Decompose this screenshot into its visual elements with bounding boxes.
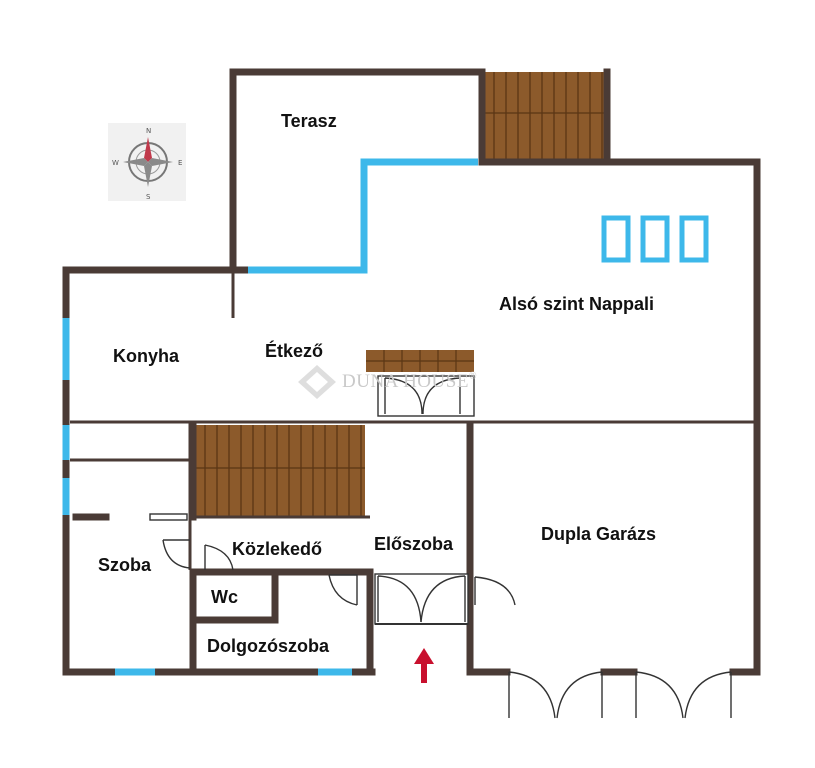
room-label-konyha: Konyha (113, 346, 180, 366)
room-label-eloszoba: Előszoba (374, 534, 454, 554)
compass-icon: N S E W (108, 123, 186, 201)
room-label-terasz: Terasz (281, 111, 337, 131)
watermark-brand: DUNA HOUSE® (342, 371, 477, 393)
stairs-small (366, 350, 474, 372)
compass-south-label: S (146, 193, 151, 201)
stairs-main (193, 425, 365, 517)
entrance-arrow-icon (414, 648, 434, 683)
room-label-etkezo: Étkező (265, 341, 324, 361)
compass-east-label: E (178, 159, 182, 167)
room-label-dolgozoszoba: Dolgozószoba (207, 636, 329, 656)
compass-north-label: N (146, 127, 151, 135)
room-label-wc: Wc (211, 587, 238, 607)
room-label-nappali: Alsó szint Nappali (499, 294, 655, 314)
skylights (601, 215, 709, 263)
doors (149, 375, 732, 719)
watermark-logo-icon (298, 365, 336, 399)
compass-west-label: W (112, 159, 119, 167)
watermark-brand-text: DUNA HOUSE (342, 371, 469, 392)
room-label-garazs: Dupla Garázs (541, 524, 657, 544)
watermark-registered-mark: ® (468, 371, 478, 382)
room-label-kozlekedo: Közlekedő (232, 539, 323, 559)
stairs-terrace (482, 72, 607, 160)
room-label-szoba: Szoba (98, 555, 152, 575)
partitions (70, 270, 755, 570)
windows (62, 158, 478, 676)
